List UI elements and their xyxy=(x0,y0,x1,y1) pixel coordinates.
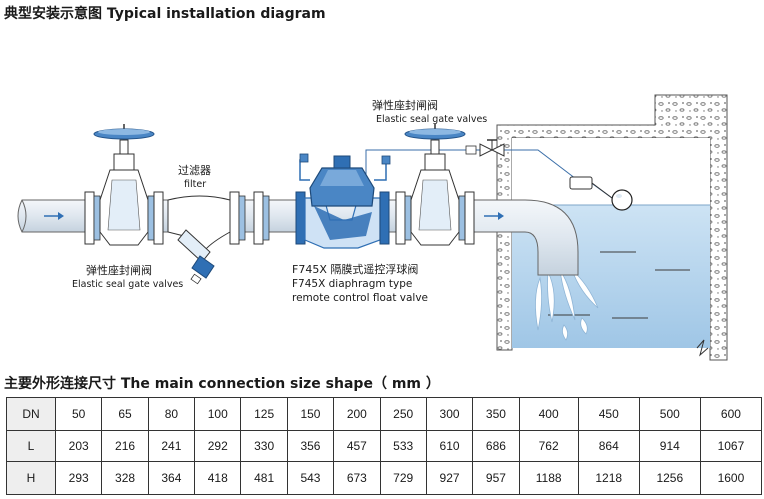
table-cell: 364 xyxy=(147,461,196,495)
installation-diagram: 弹性座封闸阀 Elastic seal gate valves 过滤器 filt… xyxy=(17,94,728,361)
table-cell: 450 xyxy=(577,397,640,431)
table-cell: 200 xyxy=(333,397,381,431)
main-valve-label-cn: F745X 隔膜式遥控浮球阀 xyxy=(292,262,418,276)
table-cell: 125 xyxy=(240,397,288,431)
table-cell: 481 xyxy=(240,461,288,495)
table-cell: 543 xyxy=(286,461,335,495)
table-cell: 328 xyxy=(101,461,149,495)
table-cell: 729 xyxy=(379,461,427,495)
main-valve-label-line2: F745X diaphragm type xyxy=(292,278,412,290)
row-header: L xyxy=(6,430,56,462)
row-header: DN xyxy=(6,397,56,431)
table-cell: 533 xyxy=(379,430,427,462)
handwheel-icon xyxy=(93,128,155,140)
table-cell: 457 xyxy=(333,430,381,462)
table-cell: 293 xyxy=(54,461,103,495)
main-float-valve xyxy=(299,153,391,249)
table-cell: 100 xyxy=(194,397,242,431)
water-tank xyxy=(496,94,728,361)
table-cell: 330 xyxy=(240,430,288,462)
table-cell: 150 xyxy=(286,397,335,431)
right-valve-label-en: Elastic seal gate valves xyxy=(376,114,487,125)
main-valve-flanges xyxy=(253,191,306,245)
table-cell: 914 xyxy=(638,430,701,462)
table-cell: 241 xyxy=(147,430,196,462)
handwheel-icon xyxy=(404,128,466,140)
table-cell: 927 xyxy=(425,461,474,495)
table-cell: 216 xyxy=(101,430,149,462)
left-valve-label-cn: 弹性座封闸阀 xyxy=(86,263,152,277)
table-cell: 1600 xyxy=(699,461,763,495)
table-cell: 350 xyxy=(472,397,520,431)
table-row: H 293 328 364 418 481 543 673 729 927 95… xyxy=(6,461,763,495)
table-row: DN 50 65 80 100 125 150 200 250 300 350 … xyxy=(6,397,763,431)
flow-arrow-icon xyxy=(44,212,64,220)
table-cell: 686 xyxy=(472,430,520,462)
table-row: L 203 216 241 292 330 356 457 533 610 68… xyxy=(6,430,763,462)
table-cell: 762 xyxy=(518,430,579,462)
table-cell: 600 xyxy=(699,397,763,431)
left-gate-valve xyxy=(84,124,164,246)
water-ripples xyxy=(548,251,690,319)
page-title: 典型安装示意图 Typical installation diagram xyxy=(4,6,326,22)
table-cell: 50 xyxy=(54,397,103,431)
table-cell: 673 xyxy=(333,461,381,495)
table-cell: 203 xyxy=(54,430,103,462)
table-cell: 1218 xyxy=(577,461,640,495)
table-cell: 80 xyxy=(147,397,196,431)
table-cell: 957 xyxy=(472,461,520,495)
table-cell: 1188 xyxy=(518,461,579,495)
table-cell: 250 xyxy=(379,397,427,431)
table-cell: 610 xyxy=(425,430,474,462)
float-ball-icon xyxy=(611,189,633,211)
y-strainer xyxy=(167,191,246,285)
filter-label-cn: 过滤器 xyxy=(178,164,211,177)
table-cell: 864 xyxy=(577,430,640,462)
water-splash xyxy=(535,269,599,341)
table-cell: 356 xyxy=(286,430,335,462)
table-cell: 400 xyxy=(518,397,579,431)
left-valve-label-en: Elastic seal gate valves xyxy=(72,279,183,290)
table-cell: 65 xyxy=(101,397,149,431)
right-gate-valve xyxy=(395,124,475,246)
float-pilot-valve xyxy=(569,176,613,199)
filter-label-en: filter xyxy=(184,179,206,190)
pilot-small-valve xyxy=(465,139,505,157)
size-table: DN 50 65 80 100 125 150 200 250 300 350 … xyxy=(6,397,763,495)
row-header: H xyxy=(6,461,56,495)
right-valve-label-cn: 弹性座封闸阀 xyxy=(372,98,438,112)
table-title: 主要外形连接尺寸 The main connection size shape（… xyxy=(4,376,440,392)
flow-arrow-icon xyxy=(484,212,504,220)
table-cell: 500 xyxy=(638,397,701,431)
table-cell: 300 xyxy=(425,397,474,431)
table-cell: 418 xyxy=(194,461,242,495)
main-valve-label-line3: remote control float valve xyxy=(292,292,428,304)
table-cell: 1256 xyxy=(638,461,701,495)
table-cell: 1067 xyxy=(699,430,763,462)
table-cell: 292 xyxy=(194,430,242,462)
